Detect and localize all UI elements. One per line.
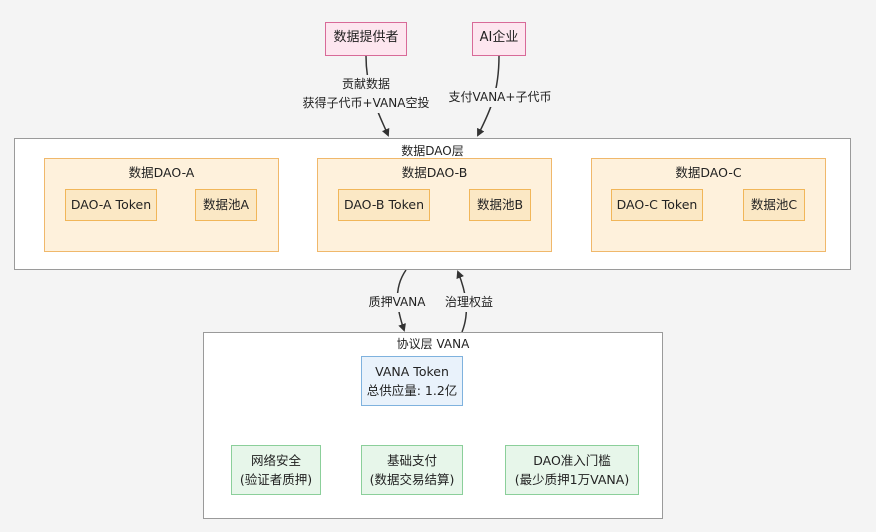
network-security-line1: 网络安全: [250, 453, 301, 468]
dao-b-pool-node: 数据池B: [469, 189, 531, 221]
dao-b-token-node: DAO-B Token: [338, 189, 430, 221]
base-payment-line1: 基础支付: [386, 453, 437, 468]
vana-token-line2: 总供应量: 1.2亿: [366, 383, 458, 398]
base-payment-node: 基础支付 (数据交易结算): [361, 445, 463, 495]
dao-b-title: 数据DAO-B: [401, 165, 468, 180]
edge-label-provider: 贡献数据 获得子代币+VANA空投: [296, 75, 436, 113]
edge-label-governance: 治理权益: [440, 293, 498, 312]
dao-c-group: 数据DAO-C DAO-C Token 数据池C: [591, 158, 826, 252]
dao-c-title: 数据DAO-C: [675, 165, 742, 180]
dao-a-title: 数据DAO-A: [128, 165, 195, 180]
data-provider-node: 数据提供者: [325, 22, 407, 56]
vana-token-line1: VANA Token: [375, 364, 449, 379]
ai-company-node: AI企业: [472, 22, 526, 56]
dao-a-group: 数据DAO-A DAO-A Token 数据池A: [44, 158, 279, 252]
ai-company-label: AI企业: [479, 30, 519, 45]
dao-layer-title: 数据DAO层: [401, 144, 464, 158]
edge-label-ai: 支付VANA+子代币: [445, 88, 555, 107]
protocol-layer-title: 协议层 VANA: [396, 337, 470, 351]
network-security-line2: (验证者质押): [239, 472, 313, 487]
dao-b-group: 数据DAO-B DAO-B Token 数据池B: [317, 158, 552, 252]
dao-c-token-node: DAO-C Token: [611, 189, 703, 221]
data-provider-label: 数据提供者: [333, 30, 399, 45]
edge-label-provider-line2: 获得子代币+VANA空投: [302, 96, 430, 110]
edge-label-provider-line1: 贡献数据: [341, 77, 390, 91]
edge-label-stake: 质押VANA: [364, 293, 430, 312]
dao-threshold-node: DAO准入门槛 (最少质押1万VANA): [505, 445, 639, 495]
dao-c-pool-node: 数据池C: [743, 189, 805, 221]
base-payment-line2: (数据交易结算): [369, 472, 455, 487]
dao-threshold-line2: (最少质押1万VANA): [514, 472, 630, 487]
dao-a-token-node: DAO-A Token: [65, 189, 157, 221]
vana-token-node: VANA Token 总供应量: 1.2亿: [361, 356, 463, 406]
dao-a-pool-node: 数据池A: [195, 189, 257, 221]
dao-threshold-line1: DAO准入门槛: [533, 453, 611, 468]
network-security-node: 网络安全 (验证者质押): [231, 445, 321, 495]
dao-layer: 数据DAO层 数据DAO-A DAO-A Token 数据池A 数据DAO-B …: [14, 138, 851, 270]
